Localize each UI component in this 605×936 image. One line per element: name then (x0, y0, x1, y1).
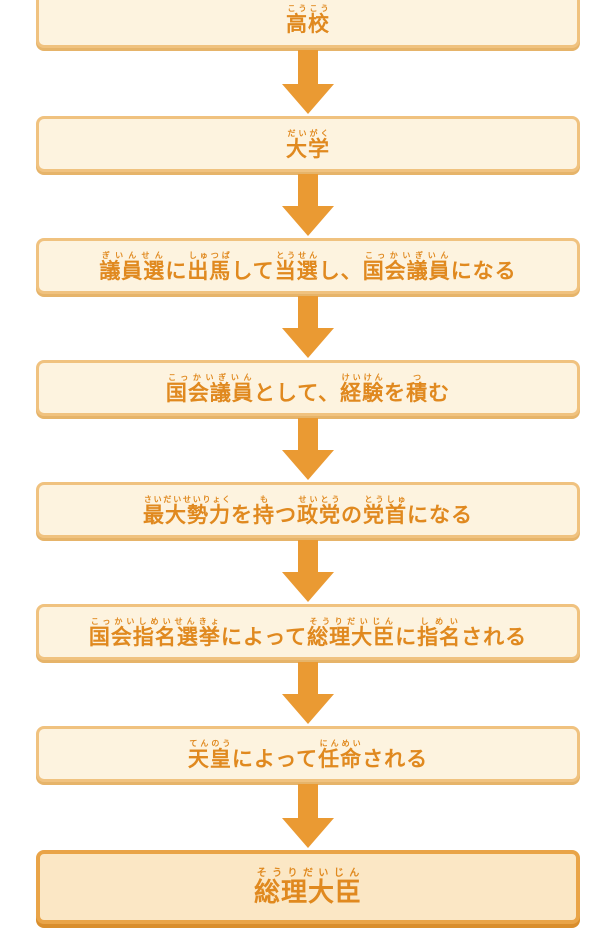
furigana: てんのう (187, 738, 232, 748)
furigana: にんめい (318, 738, 363, 748)
furigana: しめい (417, 616, 462, 626)
down-arrow-icon (282, 540, 334, 602)
furigana: けいけん (340, 372, 385, 382)
step-gain-experience: 国会議員こっかいぎいんとして、経験けいけんを積つむ (36, 360, 580, 416)
kanji-text: 指名 (417, 624, 462, 649)
furigana: こっかいぎいん (165, 372, 254, 382)
kana-text: つ (275, 502, 297, 527)
kanji-text: 積 (406, 380, 429, 405)
down-arrow-icon (282, 50, 334, 114)
kanji-text: 政党 (297, 502, 341, 527)
kana-text: される (362, 746, 429, 771)
down-arrow-icon (282, 784, 334, 848)
kana-text: し、 (318, 258, 363, 283)
kana-text: む (428, 380, 451, 405)
furigana: しゅつば (187, 250, 232, 260)
kanji-text: 国会議員 (165, 380, 254, 405)
kanji-text: 最大勢力 (143, 502, 231, 527)
step-label: 大学だいがく (286, 129, 330, 160)
furigana: そうりだいじん (253, 868, 362, 879)
kana-text: になる (450, 258, 517, 283)
furigana: さいだいせいりょく (143, 494, 231, 504)
kana-text: に (165, 258, 188, 283)
furigana: つ (406, 372, 429, 382)
kana-text: に (395, 624, 418, 649)
kanji-text: 総理大臣 (253, 878, 362, 908)
step-appointed: 天皇てんのうによって任命にんめいされる (36, 726, 580, 782)
step-label: 国会議員こっかいぎいんとして、経験けいけんを積つむ (166, 373, 450, 404)
furigana: こっかいぎいん (362, 250, 451, 260)
furigana: も (253, 494, 275, 504)
step-party-leader: 最大勢力さいだいせいりょくを持もつ政党せいとうの党首とうしゅになる (36, 482, 580, 538)
kana-text: を (384, 380, 407, 405)
kanji-text: 天皇 (187, 746, 232, 771)
furigana: とうせん (274, 250, 319, 260)
step-label: 最大勢力さいだいせいりょくを持もつ政党せいとうの党首とうしゅになる (143, 495, 473, 526)
step-label: 総理大臣そうりだいじん (254, 868, 362, 906)
kanji-text: 党首 (363, 502, 407, 527)
kanji-text: 国会指名選挙 (88, 624, 221, 649)
furigana: そうりだいじん (307, 616, 396, 626)
furigana: ぎいんせん (99, 250, 166, 260)
kana-text: の (341, 502, 363, 527)
kanji-text: 出馬 (187, 258, 232, 283)
kanji-text: 議員選 (99, 258, 166, 283)
kanji-text: 国会議員 (362, 258, 451, 283)
step-run-for-diet: 議員選ぎいんせんに出馬しゅつばして当選とうせんし、国会議員こっかいぎいんになる (36, 238, 580, 294)
kanji-text: 高校 (286, 11, 330, 36)
kanji-text: 経験 (340, 380, 385, 405)
step-prime-minister: 総理大臣そうりだいじん (36, 850, 580, 924)
furigana: だいがく (286, 128, 330, 138)
kana-text: される (461, 624, 528, 649)
kanji-text: 持 (253, 502, 275, 527)
kana-text: を (231, 502, 253, 527)
kanji-text: 任命 (318, 746, 363, 771)
down-arrow-icon (282, 174, 334, 236)
kana-text: になる (407, 502, 473, 527)
step-nominated: 国会指名選挙こっかいしめいせんきょによって総理大臣そうりだいじんに指名しめいされ… (36, 604, 580, 660)
down-arrow-icon (282, 296, 334, 358)
step-university: 大学だいがく (36, 116, 580, 172)
kanji-text: 大学 (286, 136, 330, 161)
furigana: とうしゅ (363, 494, 407, 504)
kana-text: として、 (253, 380, 341, 405)
kana-text: によって (220, 624, 308, 649)
step-label: 高校こうこう (286, 4, 330, 35)
step-label: 天皇てんのうによって任命にんめいされる (188, 739, 428, 770)
furigana: こうこう (286, 3, 330, 13)
step-high-school: 高校こうこう (36, 0, 580, 48)
step-label: 議員選ぎいんせんに出馬しゅつばして当選とうせんし、国会議員こっかいぎいんになる (99, 251, 516, 282)
down-arrow-icon (282, 662, 334, 724)
furigana: こっかいしめいせんきょ (88, 616, 221, 626)
step-label: 国会指名選挙こっかいしめいせんきょによって総理大臣そうりだいじんに指名しめいされ… (89, 617, 527, 648)
kana-text: して (231, 258, 275, 283)
kanji-text: 当選 (274, 258, 319, 283)
down-arrow-icon (282, 418, 334, 480)
kana-text: によって (231, 746, 319, 771)
furigana: せいとう (297, 494, 341, 504)
kanji-text: 総理大臣 (307, 624, 396, 649)
